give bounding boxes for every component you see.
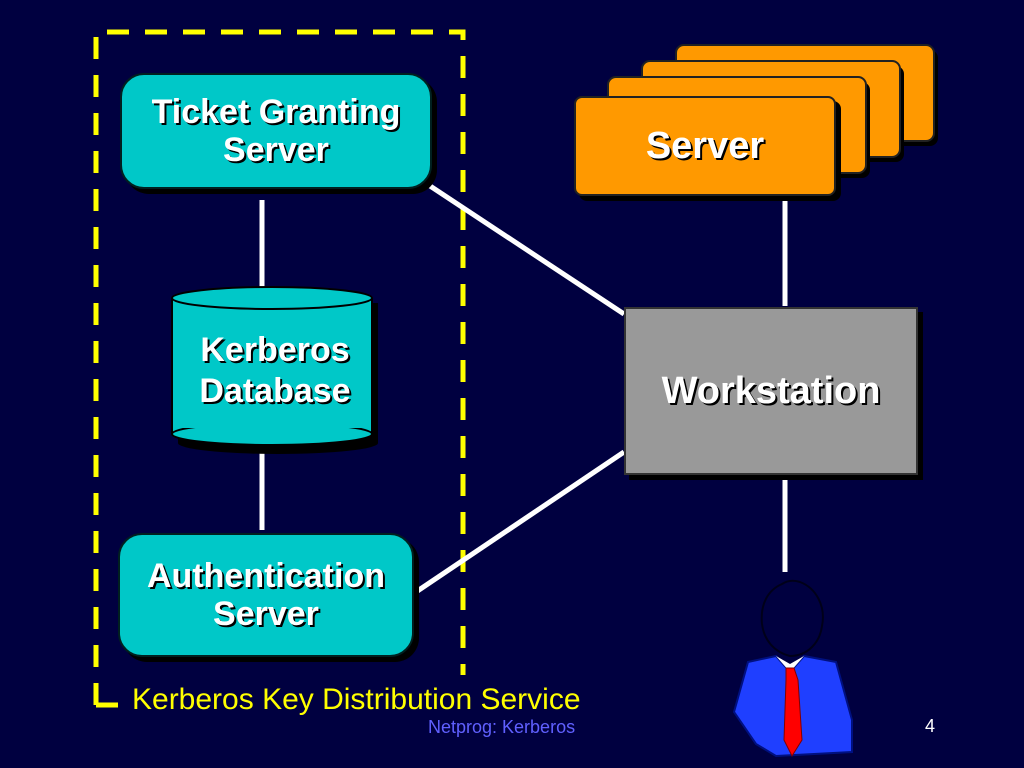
as-label-line2: Server <box>213 595 319 633</box>
slide-footer: Netprog: Kerberos <box>428 717 576 737</box>
connector-tgs-workstation <box>416 175 626 317</box>
workstation-box: Workstation <box>624 307 918 475</box>
db-label-line1: Kerberos <box>200 331 350 369</box>
kdc-boundary <box>93 29 466 705</box>
db-label-line2: Database <box>199 371 351 410</box>
as-label-line1: Authentication <box>147 556 385 595</box>
cylinder-icon <box>171 286 378 454</box>
tgs-label-line2: Server <box>223 131 329 169</box>
authentication-server-box: Authentication Server <box>118 533 414 657</box>
tgs-label-line1: Ticket Granting <box>151 92 401 131</box>
ticket-granting-server-box: Ticket Granting Server <box>120 73 432 189</box>
person-icon <box>732 579 853 758</box>
workstation-label: Workstation <box>661 369 881 412</box>
kerberos-database-label: Kerberos Database <box>172 330 378 412</box>
server-label: Server <box>645 124 765 167</box>
connector-as-workstation <box>408 449 626 599</box>
slide-number: 4 <box>925 716 936 736</box>
kdc-group-label: Kerberos Key Distribution Service <box>132 683 581 716</box>
server-box: Server <box>574 96 836 196</box>
